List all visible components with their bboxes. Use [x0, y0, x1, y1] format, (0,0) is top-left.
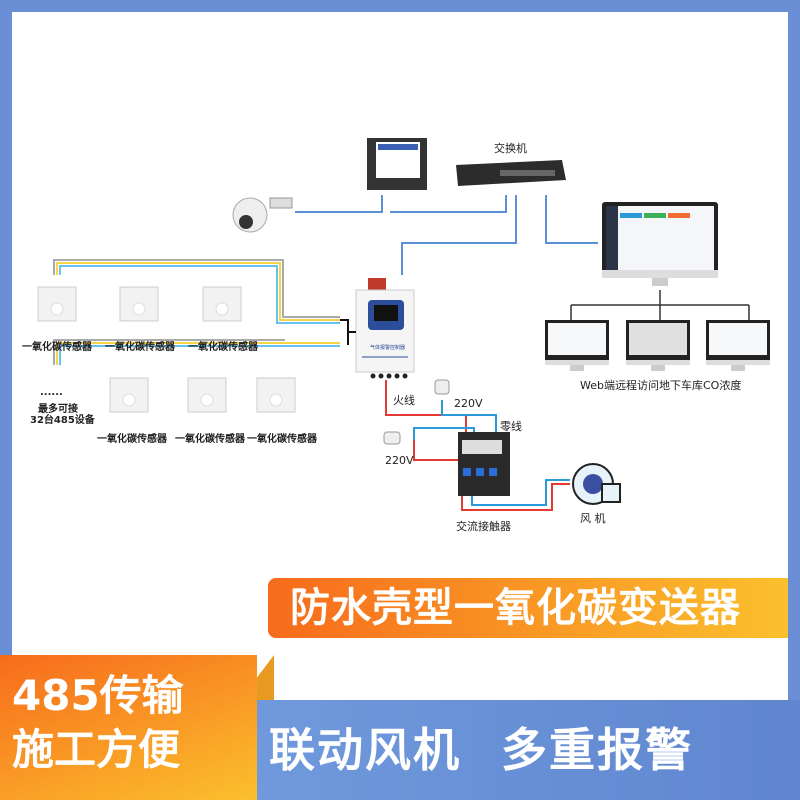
contactor-label: 交流接触器	[456, 520, 511, 533]
main-monitor-icon	[570, 202, 750, 320]
switch-label: 交换机	[494, 142, 527, 155]
more-devices-dots: ......	[40, 387, 63, 398]
controller-label: 气体报警控制器	[370, 345, 406, 351]
sensor-label: 一氧化碳传感器	[97, 434, 167, 445]
voltage-left-label: 220V	[385, 454, 414, 467]
co-sensor-icon	[187, 377, 227, 413]
network-module-icon	[367, 138, 427, 190]
feature-fan-linkage: 联动风机	[269, 723, 461, 777]
feature-485: 485传输	[12, 671, 184, 720]
fan-label: 风 机	[580, 512, 606, 525]
max-devices-line1: 最多可接	[38, 404, 78, 415]
gas-alarm-controller-icon	[355, 278, 415, 379]
voltage-top-label: 220V	[454, 397, 483, 410]
co-sensors	[37, 286, 296, 413]
feature-strip: 联动风机 多重报警	[257, 700, 800, 800]
client-monitor-icon	[626, 320, 690, 371]
power-plug-icon	[434, 379, 450, 395]
co-sensor-icon	[37, 286, 77, 322]
max-devices-line2: 32台485设备	[30, 415, 95, 426]
sensor-label: 一氧化碳传感器	[175, 434, 245, 445]
client-monitor-icon	[545, 320, 609, 371]
network-switch-icon	[456, 160, 566, 186]
ethernet-cables	[295, 195, 598, 275]
sensor-label: 一氧化碳传感器	[188, 342, 258, 353]
product-title-banner: 防水壳型一氧化碳变送器	[268, 578, 788, 638]
web-access-label: Web端远程访问地下车库CO浓度	[580, 379, 742, 392]
sensor-label: 一氧化碳传感器	[247, 434, 317, 445]
feature-box-left: 485传输 施工方便	[0, 655, 257, 800]
power-plug-icon	[383, 431, 401, 445]
co-sensor-icon	[256, 377, 296, 413]
feature-easy-install: 施工方便	[12, 725, 181, 774]
co-sensor-icon	[119, 286, 159, 322]
co-sensor-icon	[109, 377, 149, 413]
co-sensor-icon	[202, 286, 242, 322]
ac-contactor-icon	[458, 432, 510, 496]
fan-icon	[572, 463, 621, 505]
feature-multi-alarm: 多重报警	[501, 723, 694, 777]
sensor-label: 一氧化碳传感器	[22, 342, 92, 353]
sensor-label: 一氧化碳传感器	[105, 342, 175, 353]
live-wire-label: 火线	[393, 394, 415, 407]
client-monitors	[545, 320, 770, 371]
ptz-camera-icon	[232, 197, 293, 233]
client-monitor-icon	[706, 320, 770, 371]
rs485-bus-wires	[53, 259, 356, 365]
neutral-wire-label: 零线	[500, 420, 522, 433]
